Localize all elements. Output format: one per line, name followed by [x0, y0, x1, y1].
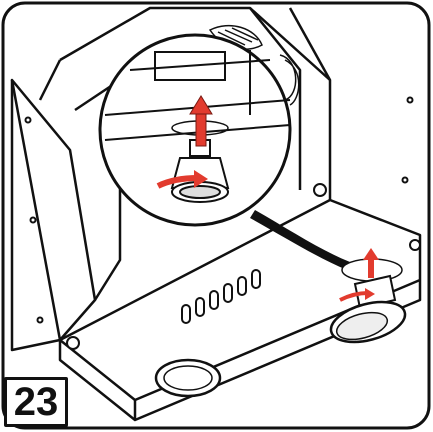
cable	[279, 54, 300, 106]
zoom-connector	[250, 210, 350, 270]
arrow-up-icon	[189, 95, 213, 147]
step-number: 23	[13, 380, 59, 424]
motor-fan	[208, 24, 263, 50]
control-buttons	[181, 269, 261, 324]
magnified-detail	[98, 33, 292, 227]
rotate-arrow-icon	[156, 170, 208, 189]
halogen-lamp	[329, 248, 407, 344]
step-number-box: 23	[4, 377, 68, 427]
